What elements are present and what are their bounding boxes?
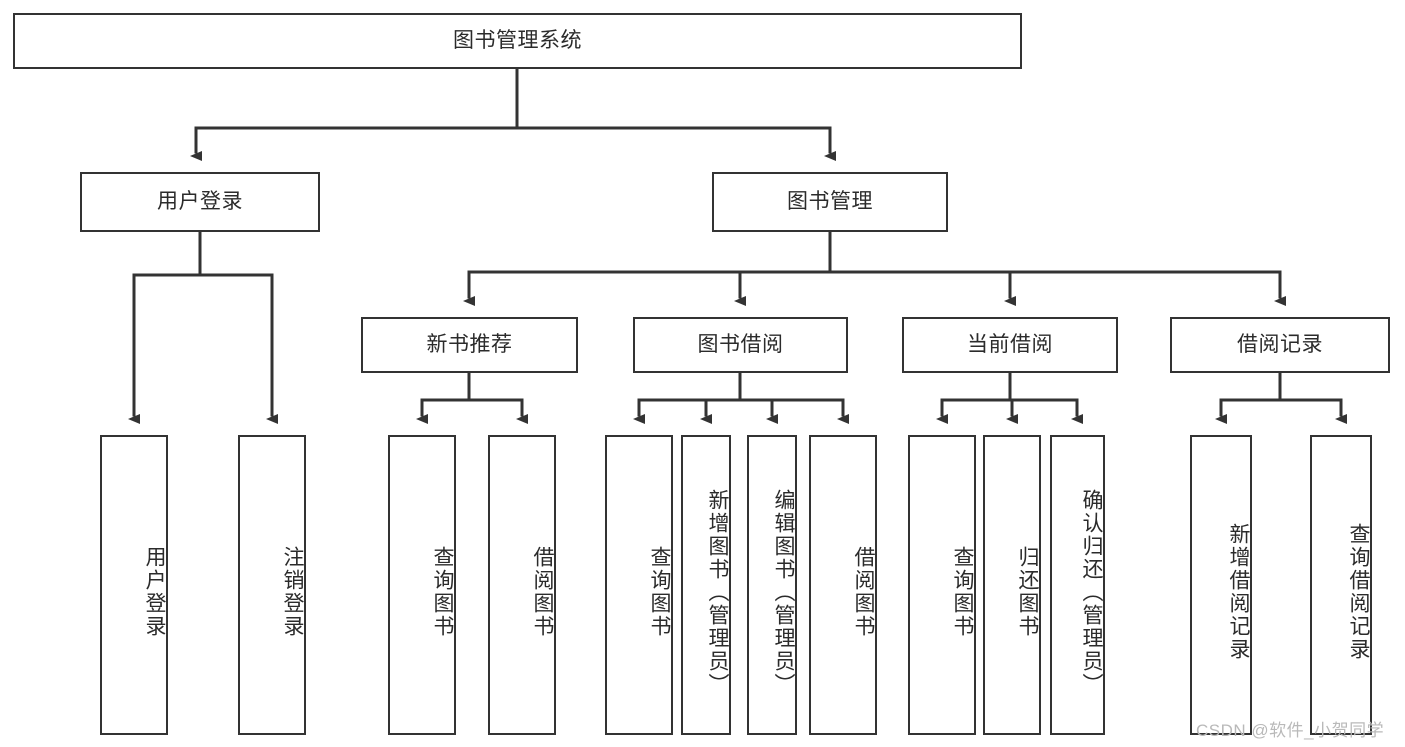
csdn-watermark: CSDN @软件_小贺同学 <box>1196 721 1385 740</box>
node-leaf-return-book-label: 归还图书 <box>1016 546 1039 638</box>
node-leaf-add-book[interactable]: 新增图书（管理员） <box>681 435 731 735</box>
node-leaf-borrow-book-2-label: 借阅图书 <box>852 546 875 638</box>
node-leaf-logout[interactable]: 注销登录 <box>238 435 306 735</box>
node-leaf-add-record-label: 新增借阅记录 <box>1227 523 1250 661</box>
node-leaf-borrow-book-1-label: 借阅图书 <box>531 546 554 638</box>
node-root-label: 图书管理系统 <box>453 28 582 52</box>
node-leaf-user-login-label: 用户登录 <box>143 546 166 638</box>
node-leaf-query-book-3-label: 查询图书 <box>951 546 974 638</box>
node-book-borrow-label: 图书借阅 <box>697 332 784 356</box>
node-borrow-record[interactable]: 借阅记录 <box>1170 317 1390 373</box>
node-leaf-user-login[interactable]: 用户登录 <box>100 435 168 735</box>
node-new-book-recommend-label: 新书推荐 <box>426 332 513 356</box>
node-book-manage-label: 图书管理 <box>787 189 873 213</box>
node-leaf-query-book-2-label: 查询图书 <box>648 546 671 638</box>
node-leaf-query-record-label: 查询借阅记录 <box>1347 523 1370 661</box>
node-leaf-edit-book[interactable]: 编辑图书（管理员） <box>747 435 797 735</box>
node-current-borrow[interactable]: 当前借阅 <box>902 317 1118 373</box>
node-root[interactable]: 图书管理系统 <box>13 13 1022 69</box>
node-leaf-logout-label: 注销登录 <box>281 546 304 638</box>
node-leaf-borrow-book-2[interactable]: 借阅图书 <box>809 435 877 735</box>
node-book-manage[interactable]: 图书管理 <box>712 172 948 232</box>
node-new-book-recommend[interactable]: 新书推荐 <box>361 317 578 373</box>
node-leaf-confirm-return-label: 确认归还（管理员） <box>1080 488 1103 696</box>
node-leaf-add-record[interactable]: 新增借阅记录 <box>1190 435 1252 735</box>
node-leaf-edit-book-label: 编辑图书（管理员） <box>772 488 795 696</box>
node-leaf-query-book-1-label: 查询图书 <box>431 546 454 638</box>
node-leaf-confirm-return[interactable]: 确认归还（管理员） <box>1050 435 1105 735</box>
node-user-login[interactable]: 用户登录 <box>80 172 320 232</box>
node-leaf-query-book-1[interactable]: 查询图书 <box>388 435 456 735</box>
node-leaf-query-record[interactable]: 查询借阅记录 <box>1310 435 1372 735</box>
node-book-borrow[interactable]: 图书借阅 <box>633 317 848 373</box>
node-leaf-query-book-2[interactable]: 查询图书 <box>605 435 673 735</box>
node-borrow-record-label: 借阅记录 <box>1237 332 1323 356</box>
node-leaf-add-book-label: 新增图书（管理员） <box>706 488 729 696</box>
node-leaf-borrow-book-1[interactable]: 借阅图书 <box>488 435 556 735</box>
node-leaf-query-book-3[interactable]: 查询图书 <box>908 435 976 735</box>
node-current-borrow-label: 当前借阅 <box>967 332 1053 356</box>
node-leaf-return-book[interactable]: 归还图书 <box>983 435 1041 735</box>
node-user-login-label: 用户登录 <box>157 189 243 213</box>
